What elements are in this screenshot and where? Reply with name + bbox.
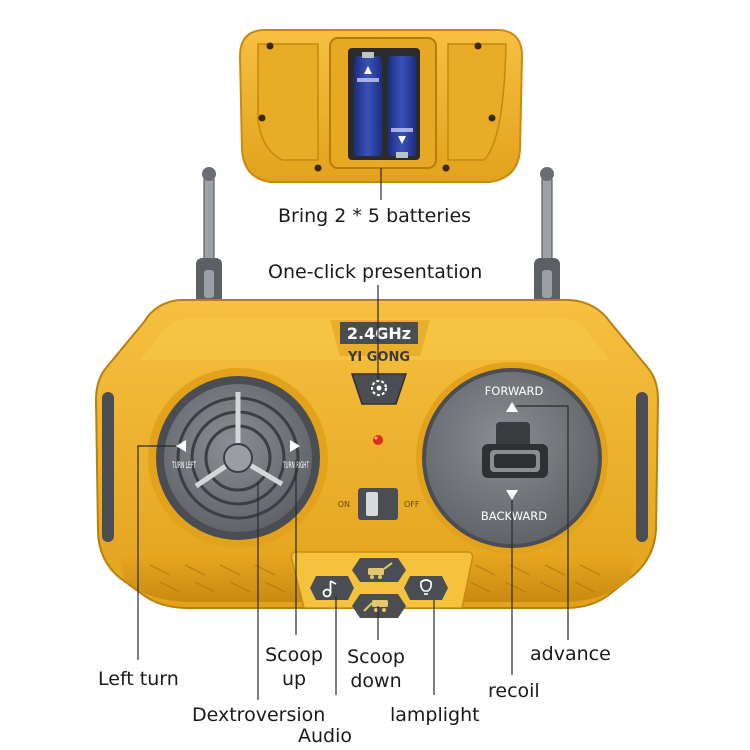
music-note-icon	[322, 580, 337, 598]
audio-button[interactable]	[310, 576, 354, 600]
power-switch[interactable]: ON OFF	[338, 488, 420, 520]
switch-off-label: OFF	[404, 500, 420, 509]
turn-left-label: TURN LEFT	[172, 461, 197, 471]
scoop-up-button[interactable]	[352, 558, 406, 582]
left-joystick[interactable]: TURN LEFT TURN RIGHT	[148, 368, 328, 548]
callout-lamplight: lamplight	[390, 704, 480, 726]
turn-right-arrow	[290, 440, 300, 452]
battery-compartment	[238, 29, 524, 183]
callout-advance: advance	[530, 643, 611, 665]
right-joystick[interactable]: FORWARD BACKWARD	[416, 362, 608, 554]
excavator-down-icon	[363, 600, 388, 612]
lamp-icon	[420, 579, 432, 595]
callout-dextroversion: Dextroversion	[192, 704, 326, 726]
callout-audio: Audio	[298, 725, 353, 747]
scoop-down-button[interactable]	[352, 594, 406, 618]
callout-lines	[137, 168, 569, 700]
callout-recoil: recoil	[488, 680, 540, 702]
callout-left-turn: Left turn	[98, 668, 179, 690]
gear-icon	[370, 379, 388, 397]
battery-icon	[354, 52, 382, 156]
backward-label: BACKWARD	[481, 509, 547, 523]
callout-batteries: Bring 2 * 5 batteries	[278, 205, 472, 227]
brand-plate: 2.4GHz YI GONG	[340, 322, 418, 365]
callout-scoop-up: Scoop up	[265, 644, 323, 690]
antenna-left	[196, 167, 222, 308]
brand-frequency: 2.4GHz	[347, 324, 411, 343]
turn-left-arrow	[176, 440, 186, 452]
excavator-up-icon	[368, 562, 393, 579]
callout-presentation: One-click presentation	[268, 261, 483, 283]
antenna-right	[534, 167, 560, 308]
power-led	[373, 435, 383, 445]
presentation-button[interactable]	[350, 373, 408, 405]
backward-arrow	[506, 490, 518, 500]
callout-scoop-down: Scoop down	[347, 646, 405, 692]
forward-label: FORWARD	[485, 384, 544, 398]
lamplight-button[interactable]	[404, 576, 448, 600]
switch-on-label: ON	[338, 500, 350, 509]
forward-arrow	[506, 402, 518, 412]
battery-icon	[388, 56, 416, 158]
